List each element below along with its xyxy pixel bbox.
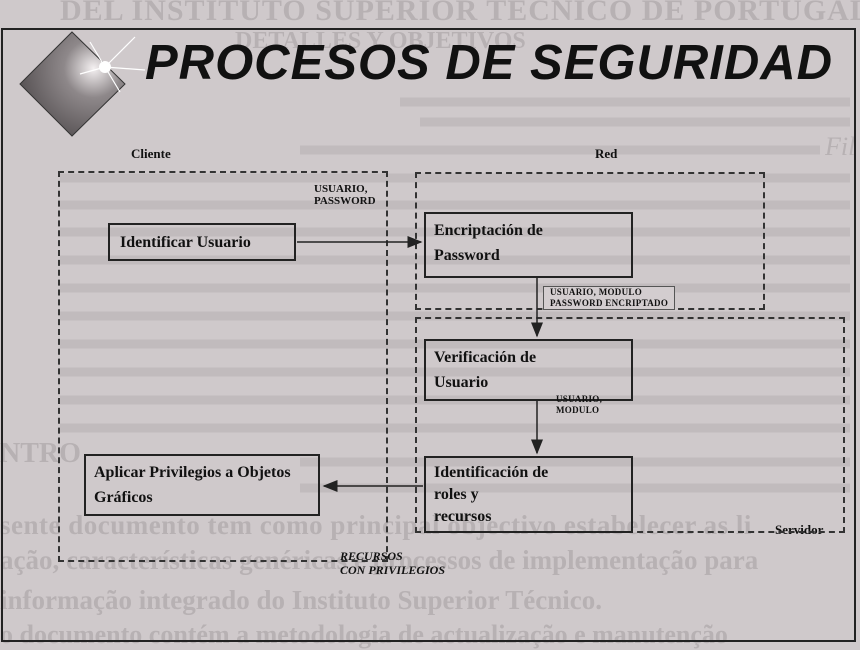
encriptacion-line-1: Encriptación de [434,222,543,239]
aplicar-privilegios-box: Aplicar Privilegios a Objetos Gráficos [84,454,320,516]
flow-label-line: CON PRIVILEGIOS [340,563,446,577]
page-title: PROCESOS DE SEGURIDAD [145,36,834,90]
flow-label-line: PASSWORD [314,195,376,207]
aplicar-line-1: Aplicar Privilegios a Objetos [94,464,291,481]
background-fragment: Fil [825,132,856,161]
red-label: Red [595,146,618,161]
flow-label-usuario-modulo-password: USUARIO, MODULO PASSWORD ENCRIPTADO [543,286,676,310]
flow-label-line: USUARIO, [556,394,603,404]
flow-label-line: PASSWORD ENCRIPTADO [550,298,669,308]
encriptacion-password-box: Encriptación de Password [424,212,633,278]
identificacion-line-3: recursos [434,508,492,525]
identificacion-line-1: Identificación de [434,464,549,481]
flow-label-line: MODULO [556,405,600,415]
aplicar-line-2: Gráficos [94,489,153,506]
background-paragraph-line: informação integrado do Instituto Superi… [0,585,603,615]
encriptacion-line-2: Password [434,247,500,264]
diamond-star-logo-icon [19,31,146,137]
identificar-usuario-box: Identificar Usuario [108,223,296,261]
servidor-label: Servidor [775,522,824,537]
flow-label-line: USUARIO, [314,183,368,195]
flow-label-recursos-privilegios: RECURSOS CON PRIVILEGIOS [340,549,445,577]
cliente-label: Cliente [131,146,171,161]
identificacion-line-2: roles y [434,486,479,503]
verificacion-line-2: Usuario [434,374,489,391]
verificacion-usuario-box: Verificación de Usuario [424,339,633,401]
flow-label-line: RECURSOS [340,549,403,563]
cliente-region [58,171,388,562]
identificacion-roles-box: Identificación de roles y recursos [424,456,633,533]
identificar-usuario-text: Identificar Usuario [120,234,251,251]
flow-label-usuario-modulo: USUARIO, MODULO [556,394,602,416]
background-heading: DEL INSTITUTO SUPERIOR TÉCNICO DE PORTUG… [60,0,860,27]
flow-label-usuario-password: USUARIO, PASSWORD [314,183,376,207]
background-section: NTRO [0,438,81,469]
background-subheading: DETALLES Y OBJETIVOS [235,28,526,54]
flow-label-line: USUARIO, MODULO [550,287,643,297]
verificacion-line-1: Verificación de [434,349,537,366]
